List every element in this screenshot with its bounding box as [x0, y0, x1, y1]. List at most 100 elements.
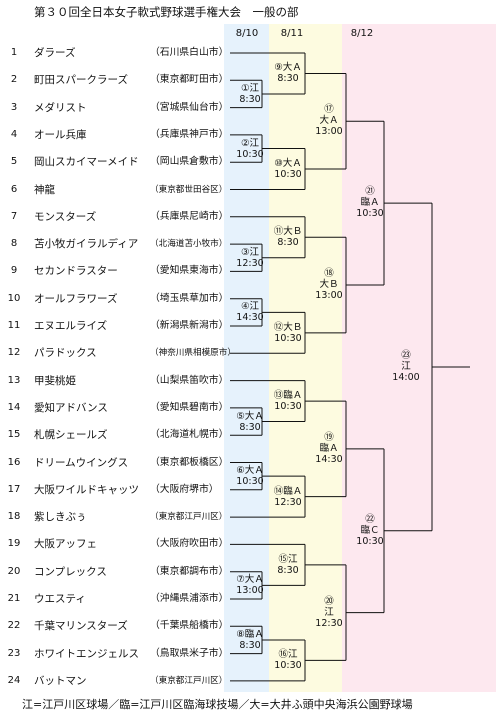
match-number: ⑱ [324, 268, 334, 280]
match-number: ⑰ [324, 104, 334, 116]
team-row: 12 パラドックス （神奈川県相模原市） [0, 345, 236, 361]
team-location: （東京都世田谷区） [150, 184, 228, 195]
team-name: 岡山スカイマーメイド [34, 156, 139, 169]
team-number: 9 [10, 265, 18, 277]
team-location: （東京都調布市） [150, 565, 229, 577]
team-number: 21 [7, 593, 21, 604]
match-time: 8:30 [239, 93, 261, 105]
team-number: 2 [10, 74, 18, 86]
team-name: モンスターズ [34, 210, 97, 223]
team-name: バットマン [34, 674, 87, 687]
match-number: ㉒ [365, 513, 375, 525]
match-number: ⑧臨Ａ [236, 628, 264, 640]
date-header-1: 8/10 [235, 28, 259, 39]
page-title: 第３０回全日本女子軟式野球選手権大会 一般の部 [34, 5, 299, 19]
team-number: 15 [7, 429, 21, 441]
match-time: 8:30 [239, 421, 261, 433]
match-time: 14:00 [392, 371, 420, 383]
team-name: オールフラワーズ [34, 292, 118, 305]
team-location: （兵庫県神戸市） [150, 128, 229, 140]
team-location: （東京都江戸川区） [150, 512, 228, 523]
team-name: 甲斐桃姫 [34, 374, 76, 387]
team-location: （沖縄県浦添市） [150, 593, 229, 604]
match-number: ⑲ [324, 431, 334, 443]
team-number: 20 [7, 565, 21, 577]
match-time: 10:30 [356, 208, 384, 220]
match-time: 10:30 [274, 169, 302, 181]
team-name: パラドックス [34, 347, 97, 360]
match-venue: 江 [324, 606, 334, 618]
match-time: 8:30 [277, 237, 299, 249]
team-number: 16 [7, 456, 21, 468]
team-number: 22 [7, 620, 21, 632]
team-name: 大阪ワイルドキャッツ [34, 483, 139, 496]
match-time: 14:30 [236, 312, 264, 324]
team-location: （新潟県新潟市） [150, 320, 229, 331]
match-number: ④江 [240, 301, 260, 313]
match-venue: 臨Ａ [319, 442, 339, 454]
team-number: 14 [7, 401, 21, 413]
team-name: コンプレックス [34, 565, 107, 578]
match-venue: 臨Ａ [360, 197, 380, 209]
team-location: （大阪府吹田市） [150, 538, 229, 550]
team-name: 大阪アッフェ [34, 538, 97, 551]
team-number: 17 [7, 483, 21, 495]
match-time: 8:30 [277, 564, 299, 576]
team-location: （神奈川県相模原市） [150, 348, 236, 359]
team-number: 12 [7, 347, 21, 359]
match-time: 13:00 [315, 290, 343, 302]
match-number: ⑫大Ｂ [273, 321, 303, 333]
team-name: 札幌シェールズ [34, 429, 108, 442]
team-name: オール兵庫 [34, 128, 87, 141]
match-number: ⑦大Ａ [236, 574, 264, 586]
team-name: エヌエルライズ [34, 320, 108, 332]
team-location: （東京都町田市） [150, 74, 229, 86]
team-name: セカンドラスター [34, 265, 118, 278]
team-name: ドリームウイングス [34, 456, 129, 469]
team-number: 24 [7, 674, 21, 686]
team-name: 愛知アドバンス [34, 401, 108, 414]
team-number: 19 [7, 538, 21, 550]
team-number: 3 [10, 101, 18, 113]
team-row: 17 大阪ワイルドキャッツ （大阪府堺市） [0, 482, 230, 498]
team-number: 5 [10, 156, 18, 168]
match-number: ⑯江 [278, 649, 298, 661]
team-number: 6 [10, 183, 18, 195]
team-row: 7 モンスターズ （兵庫県尼崎市） [0, 209, 230, 225]
team-location: （山梨県笛吹市） [150, 374, 229, 386]
team-number: 8 [10, 238, 18, 250]
team-location: （鳥取県米子市） [150, 647, 229, 659]
match-time: 13:00 [236, 585, 264, 597]
match-time: 14:30 [315, 453, 343, 465]
team-location: （大阪府堺市） [150, 483, 219, 495]
team-number: 1 [10, 47, 18, 58]
team-number: 10 [7, 292, 21, 304]
team-location: （宮城県仙台市） [150, 101, 229, 113]
team-location: （兵庫県尼崎市） [150, 210, 229, 222]
team-location: （東京都江戸川区） [150, 675, 228, 686]
team-number: 7 [10, 210, 18, 222]
match-time: 10:30 [236, 476, 264, 488]
